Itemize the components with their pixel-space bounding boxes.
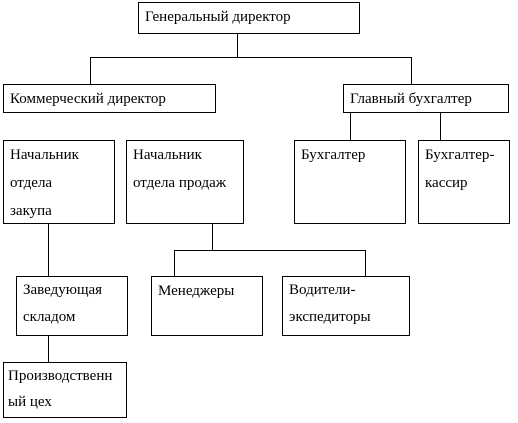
node-accountant-label: Бухгалтер [301, 147, 366, 163]
node-accountant-cashier-line2: кассир [425, 175, 468, 191]
node-head-procurement: Начальник отдела закупа [3, 140, 115, 224]
node-accountant-cashier-line1: Бухгалтер- [425, 147, 495, 163]
node-commercial-director-label: Коммерческий директор [10, 91, 166, 107]
node-warehouse-manager: Заведующая складом [16, 276, 128, 336]
node-accountant: Бухгалтер [294, 140, 406, 224]
node-production-line1: Производственн [8, 368, 113, 384]
node-head-sales: Начальник отдела продаж [126, 140, 244, 224]
node-head-procurement-line1: Начальник [10, 147, 79, 163]
node-managers: Менеджеры [151, 276, 263, 336]
node-head-sales-line1: Начальник [133, 147, 202, 163]
node-general-director: Генеральный директор [138, 2, 360, 34]
node-head-procurement-line3: закупа [10, 203, 52, 219]
node-warehouse-manager-line2: складом [23, 309, 76, 325]
node-accountant-cashier: Бухгалтер- кассир [418, 140, 510, 224]
node-drivers: Водители- экспедиторы [282, 276, 410, 336]
node-head-sales-line2: отдела продаж [133, 175, 227, 191]
node-drivers-line1: Водители- [289, 282, 356, 298]
node-production-line2: ый цех [8, 394, 52, 410]
node-drivers-line2: экспедиторы [289, 309, 371, 325]
node-chief-accountant: Главный бухгалтер [343, 84, 509, 113]
node-production: Производственн ый цех [3, 362, 127, 418]
node-commercial-director: Коммерческий директор [3, 84, 216, 113]
node-warehouse-manager-line1: Заведующая [23, 282, 103, 298]
node-head-procurement-line2: отдела [10, 175, 53, 191]
node-general-director-label: Генеральный директор [145, 9, 291, 25]
node-managers-label: Менеджеры [158, 283, 235, 299]
node-chief-accountant-label: Главный бухгалтер [350, 91, 472, 107]
